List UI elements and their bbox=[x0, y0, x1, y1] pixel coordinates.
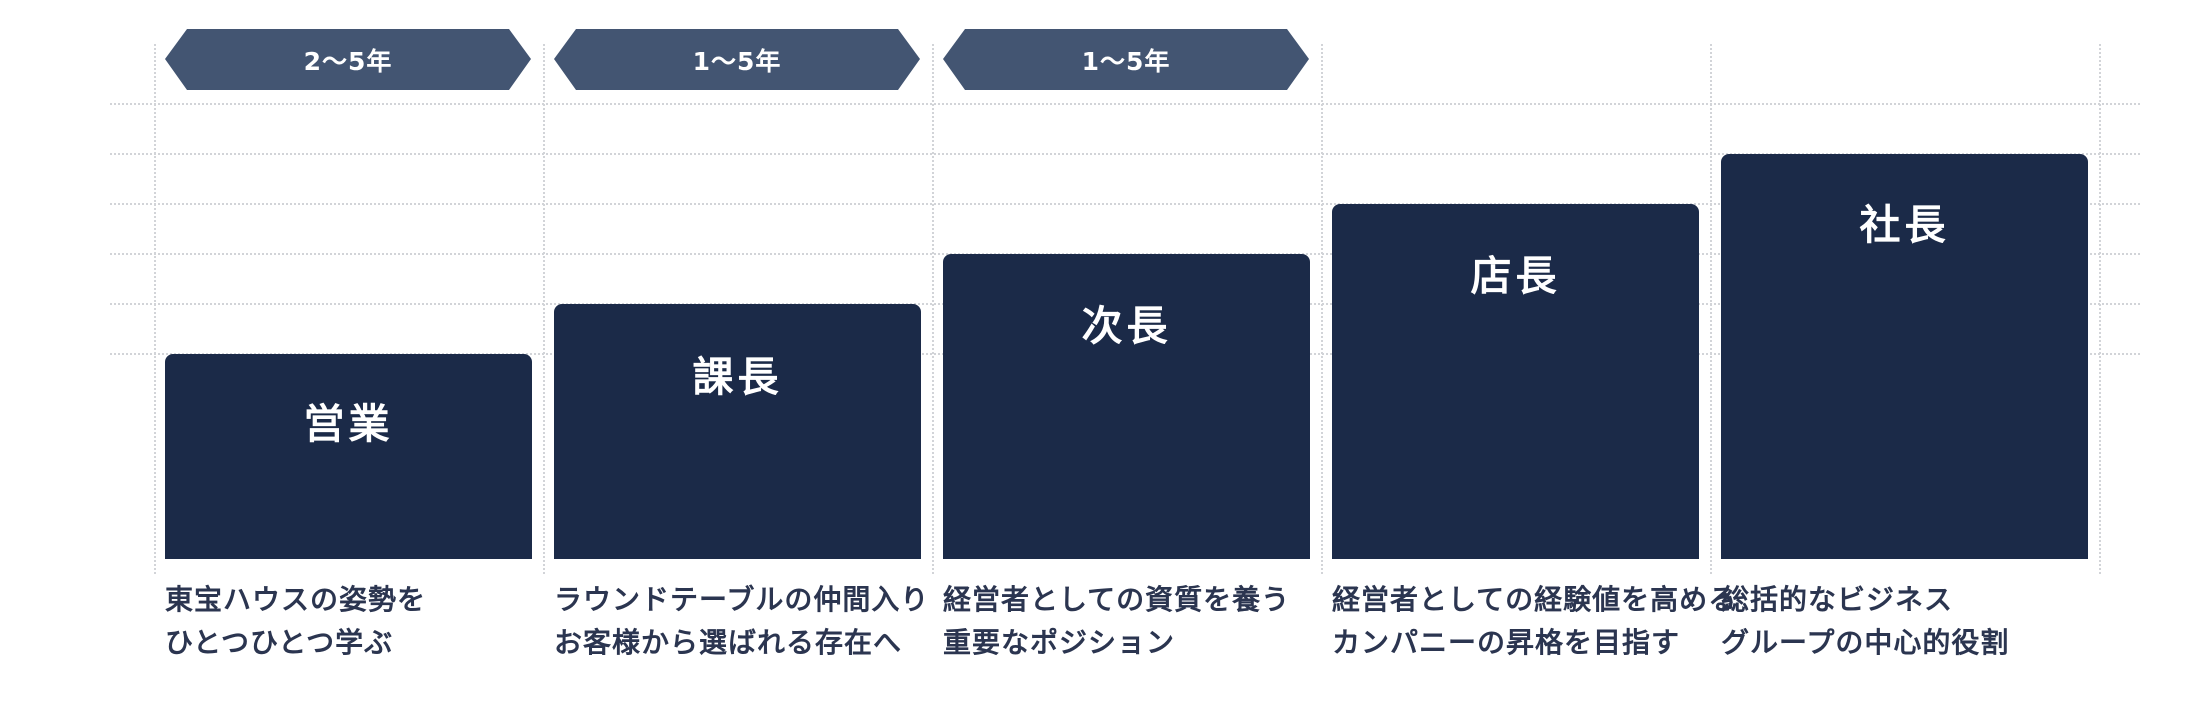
stage-description-shacho: 総括的なビジネス グループの中心的役割 bbox=[1721, 578, 2101, 664]
stage-title: 課長 bbox=[692, 353, 783, 401]
grid-line bbox=[110, 153, 2140, 155]
stage-bar-kacho: 課長 bbox=[554, 304, 921, 559]
description-line: 経営者としての経験値を高める bbox=[1332, 583, 1738, 616]
duration-badge-3: 1〜5年 bbox=[943, 29, 1309, 90]
column-divider bbox=[1710, 44, 1712, 574]
grid-line bbox=[110, 103, 2140, 105]
stage-description-jicho: 経営者としての資質を養う 重要なポジション bbox=[943, 578, 1323, 664]
stage-title: 社長 bbox=[1859, 201, 1950, 249]
stage-title: 営業 bbox=[303, 400, 394, 448]
description-line: グループの中心的役割 bbox=[1721, 626, 2010, 659]
column-divider bbox=[932, 44, 934, 574]
stage-description-eigyo: 東宝ハウスの姿勢を ひとつひとつ学ぶ bbox=[165, 578, 545, 664]
description-line: ひとつひとつ学ぶ bbox=[165, 626, 394, 659]
stage-title: 次長 bbox=[1081, 302, 1172, 350]
column-divider bbox=[1321, 44, 1323, 574]
duration-badge-1: 2〜5年 bbox=[165, 29, 531, 90]
column-divider bbox=[154, 44, 156, 574]
description-line: 経営者としての資質を養う bbox=[943, 583, 1291, 616]
description-line: 東宝ハウスの姿勢を bbox=[165, 583, 427, 616]
description-line: カンパニーの昇格を目指す bbox=[1332, 626, 1681, 659]
stage-description-tencho: 経営者としての経験値を高める カンパニーの昇格を目指す bbox=[1332, 578, 1738, 664]
stage-title: 店長 bbox=[1470, 252, 1561, 300]
stage-bar-jicho: 次長 bbox=[943, 254, 1310, 559]
description-line: ラウンドテーブルの仲間入り bbox=[554, 583, 930, 616]
column-divider bbox=[2099, 44, 2101, 574]
column-divider bbox=[543, 44, 545, 574]
grid-line bbox=[110, 203, 2140, 205]
description-line: 総括的なビジネス bbox=[1721, 583, 1954, 616]
stage-bar-eigyo: 営業 bbox=[165, 354, 532, 559]
stage-bar-tencho: 店長 bbox=[1332, 204, 1699, 559]
stage-description-kacho: ラウンドテーブルの仲間入り お客様から選ばれる存在へ bbox=[554, 578, 934, 664]
description-line: お客様から選ばれる存在へ bbox=[554, 626, 903, 659]
description-line: 重要なポジション bbox=[943, 626, 1176, 659]
duration-badge-2: 1〜5年 bbox=[554, 29, 920, 90]
stage-bar-shacho: 社長 bbox=[1721, 154, 2088, 559]
